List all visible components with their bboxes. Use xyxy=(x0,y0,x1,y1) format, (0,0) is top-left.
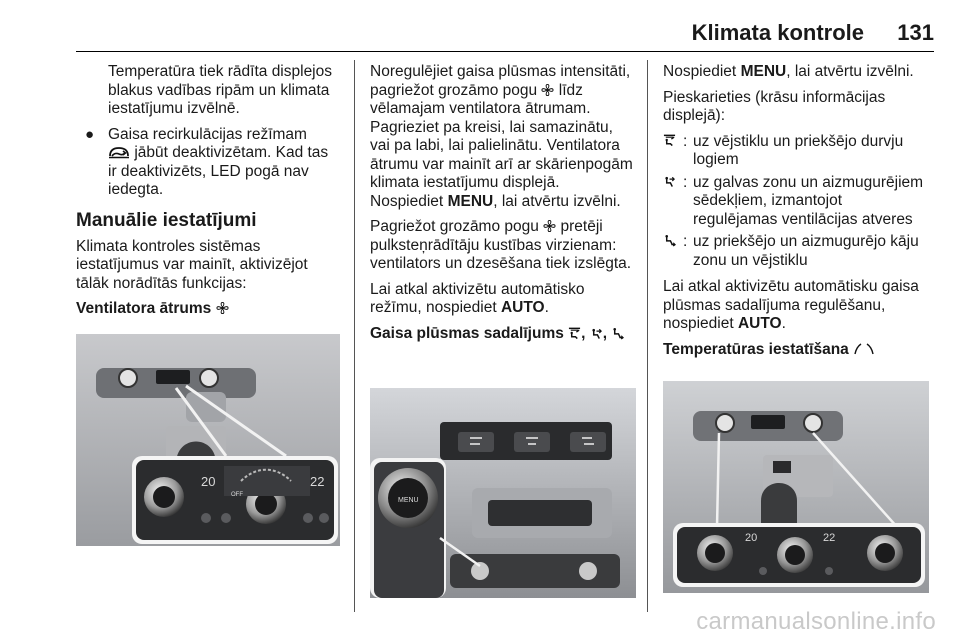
paragraph: Nospiediet MENU, lai atvērtu izvēlni. xyxy=(663,63,929,82)
text: Pagriežot grozāmo pogu xyxy=(370,218,539,235)
text: līdz vēlamajam ventilatora ātrumam. Pagr… xyxy=(370,81,633,210)
paragraph: Klimata kontroles sistēmas iestatījumus … xyxy=(76,237,308,292)
air-recirculation-icon xyxy=(108,145,130,159)
auto-keyword: AUTO xyxy=(500,299,545,316)
text: Lai atkal aktivizētu automātisku gaisa p… xyxy=(663,278,919,332)
page-header: Klimata kontrole 131 xyxy=(0,0,960,52)
column-3: Nospiediet MENU, lai atvērtu izvēlni. Pi… xyxy=(663,63,929,366)
bullet-text-start: Gaisa recirkulācijas režīmam xyxy=(108,125,307,143)
text: . xyxy=(781,315,786,332)
text: , lai atvērtu izvēlni. xyxy=(786,63,914,80)
text: , lai atvērtu izvēlni. xyxy=(493,192,621,210)
panel-right-temp: 22 xyxy=(310,474,324,489)
column-2: Noregulējiet gaisa plūsmas intensitāti, … xyxy=(370,63,636,350)
paragraph: Pieskarieties (krāsu informācijas disple… xyxy=(663,88,886,125)
paragraph: Noregulējiet gaisa plūsmas intensitāti, … xyxy=(370,63,636,211)
list-colon: : xyxy=(683,132,688,150)
bullet-dot: ● xyxy=(85,125,95,143)
subsection-heading: Gaisa plūsmas sadalījums , , xyxy=(370,325,636,344)
header-rule xyxy=(76,51,934,52)
separator: , xyxy=(581,324,586,342)
air-distribution-list: : uz vējstiklu un priekšējo durvju logie… xyxy=(663,133,929,271)
menu-knob-photo: MENU xyxy=(370,388,636,598)
auto-keyword: AUTO xyxy=(737,315,782,332)
list-item: uz vējstiklu un priekšējo durvju logiem xyxy=(693,132,904,169)
text: Lai atkal aktivizētu automātisko režīmu,… xyxy=(370,280,585,317)
temp-heading-text: Temperatūras iestatīšana xyxy=(663,340,849,358)
air-heading-text: Gaisa plūsmas sadalījums xyxy=(370,324,564,342)
text: pretēji pulksteņrādītāju kustības virzie… xyxy=(370,218,632,272)
fan-icon xyxy=(216,301,229,315)
page-number: 131 xyxy=(897,20,934,45)
air-windshield-icon xyxy=(568,326,581,340)
panel-off-label: OFF xyxy=(231,492,243,498)
fan-icon xyxy=(541,83,555,97)
bullet-item: ● Gaisa recirkulācijas režīmam jābūt dea… xyxy=(76,126,340,200)
text: . xyxy=(544,299,549,316)
panel-right-temp: 22 xyxy=(823,532,835,544)
menu-knob-label: MENU xyxy=(398,497,419,504)
subsection-heading: Temperatūras iestatīšana xyxy=(663,341,929,360)
fan-heading-text: Ventilatora ātrums xyxy=(76,300,212,317)
menu-keyword: MENU xyxy=(447,192,494,210)
fan-icon xyxy=(543,219,556,233)
column-divider xyxy=(354,60,355,612)
air-head-icon xyxy=(590,326,603,340)
list-item: uz priekšējo un aizmugurējo kāju zonu un… xyxy=(693,233,919,269)
list-colon: : xyxy=(683,173,688,191)
list-item: uz galvas zonu un aizmugurējiem sēdekļie… xyxy=(693,173,924,228)
temperature-knob-icon xyxy=(853,342,875,356)
paragraph: Lai atkal aktivizētu automātisku gaisa p… xyxy=(663,278,929,334)
panel-left-temp: 20 xyxy=(745,532,757,544)
panel-left-temp: 20 xyxy=(201,474,215,489)
paragraph: Temperatūra tiek rādīta displejos blakus… xyxy=(108,63,333,117)
temperature-panel-photo: 20 22 xyxy=(663,381,929,593)
paragraph: Pagriežot grozāmo pogu pretēji pulksteņr… xyxy=(370,218,636,274)
bullet-text-end: jābūt deaktivizētam. Kad tas ir deaktivi… xyxy=(108,144,329,198)
section-heading: Manuālie iestatījumi xyxy=(76,209,257,231)
climate-panel-photo: 20 22 OFF xyxy=(76,334,340,546)
header-title: Klimata kontrole xyxy=(691,20,864,45)
air-foot-icon xyxy=(663,233,676,247)
column-1: Temperatūra tiek rādīta displejos blakus… xyxy=(76,63,340,326)
text: Nospiediet xyxy=(663,63,737,80)
watermark: carmanualsonline.info xyxy=(696,608,936,635)
menu-keyword: MENU xyxy=(740,63,787,80)
list-colon: : xyxy=(683,233,688,250)
air-head-icon xyxy=(663,174,676,188)
text: Noregulējiet gaisa plūsmas intensitāti, … xyxy=(370,63,631,99)
air-windshield-icon xyxy=(663,133,676,147)
separator: , xyxy=(602,324,608,342)
subsection-heading: Ventilatora ātrums xyxy=(76,300,340,319)
air-foot-icon xyxy=(611,326,625,340)
paragraph: Lai atkal aktivizētu automātisko režīmu,… xyxy=(370,281,636,318)
column-divider xyxy=(647,60,648,612)
